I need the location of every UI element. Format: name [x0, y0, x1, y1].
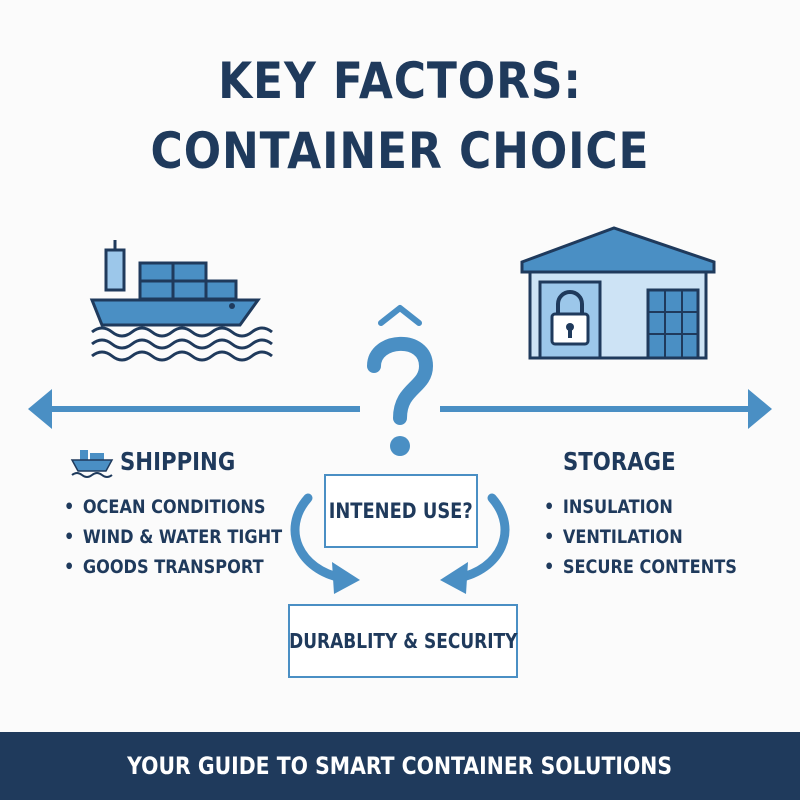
shipping-item: WIND & WATER TIGHT	[64, 522, 282, 552]
question-box: INTENED USE?	[324, 474, 478, 548]
question-box-label: INTENED USE?	[328, 499, 474, 523]
footer-banner: YOUR GUIDE TO SMART CONTAINER SOLUTIONS	[0, 732, 800, 800]
title-line-1: KEY FACTORS:	[218, 52, 582, 110]
curved-arrows	[290, 493, 510, 594]
title-line-2: CONTAINER CHOICE	[150, 122, 650, 180]
storage-heading: STORAGE	[563, 447, 676, 476]
storage-item: SECURE CONTENTS	[544, 552, 737, 582]
storage-item: VENTILATION	[544, 522, 737, 552]
shipping-heading: SHIPPING	[120, 447, 236, 476]
warehouse-lock-icon	[520, 226, 716, 360]
cargo-ship-icon	[89, 240, 273, 362]
result-box: DURABLITY & SECURITY	[288, 604, 518, 678]
question-mark-icon	[367, 336, 434, 456]
small-ship-icon	[70, 450, 114, 478]
result-box-label: DURABLITY & SECURITY	[288, 629, 518, 653]
footer-text: YOUR GUIDE TO SMART CONTAINER SOLUTIONS	[127, 752, 673, 780]
shipping-list: OCEAN CONDITIONS WIND & WATER TIGHT GOOD…	[64, 492, 321, 582]
shipping-item: OCEAN CONDITIONS	[64, 492, 282, 522]
horizontal-arrow	[28, 389, 772, 429]
shipping-item: GOODS TRANSPORT	[64, 552, 282, 582]
caret-icon	[378, 305, 422, 326]
storage-list: INSULATION VENTILATION SECURE CONTENTS	[544, 492, 771, 582]
storage-item: INSULATION	[544, 492, 737, 522]
